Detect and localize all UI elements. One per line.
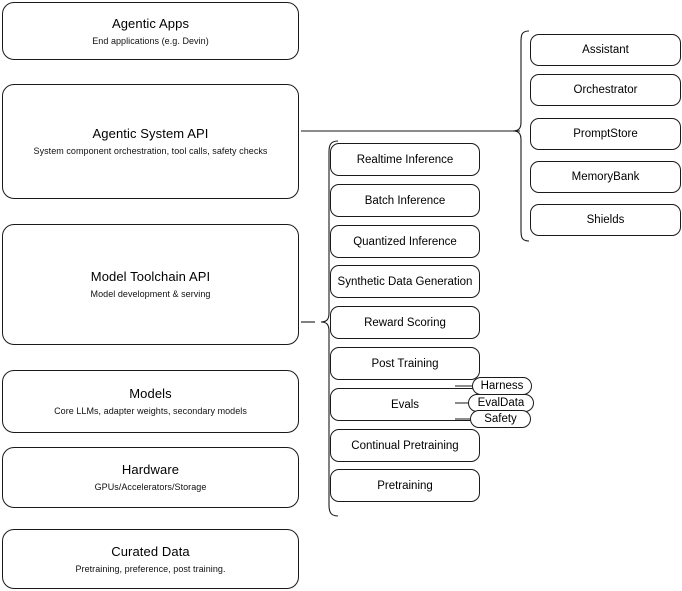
layer-subtitle: System component orchestration, tool cal… — [33, 146, 268, 156]
layer-agentic-system-api[interactable]: Agentic System API System component orch… — [2, 84, 299, 199]
toolchain-item-batch-inference[interactable]: Batch Inference — [330, 184, 480, 217]
layer-subtitle: Core LLMs, adapter weights, secondary mo… — [54, 406, 247, 416]
layer-title: Agentic System API — [92, 126, 209, 141]
bracket-right — [512, 30, 530, 242]
toolchain-item-post-training[interactable]: Post Training — [330, 347, 480, 380]
agentic-component-orchestrator[interactable]: Orchestrator — [530, 74, 681, 106]
layer-title: Models — [129, 386, 172, 401]
toolchain-item-evals[interactable]: Evals — [330, 388, 480, 421]
layer-subtitle: End applications (e.g. Devin) — [92, 35, 209, 46]
layer-hardware[interactable]: Hardware GPUs/Accelerators/Storage — [2, 447, 299, 508]
layer-model-toolchain-api[interactable]: Model Toolchain API Model development & … — [2, 224, 299, 345]
agentic-component-memorybank[interactable]: MemoryBank — [530, 161, 681, 193]
evals-badge-evaldata[interactable]: EvalData — [468, 394, 534, 412]
layer-title: Model Toolchain API — [90, 269, 211, 284]
layer-curated-data[interactable]: Curated Data Pretraining, preference, po… — [2, 529, 299, 589]
evals-badge-safety[interactable]: Safety — [470, 410, 531, 428]
agentic-component-assistant[interactable]: Assistant — [530, 34, 681, 66]
layer-models[interactable]: Models Core LLMs, adapter weights, secon… — [2, 370, 299, 433]
layer-agentic-apps[interactable]: Agentic Apps End applications (e.g. Devi… — [2, 2, 299, 60]
layer-title: Curated Data — [111, 543, 190, 559]
layer-subtitle: Model development & serving — [90, 289, 211, 299]
layer-subtitle: Pretraining, preference, post training. — [75, 563, 226, 574]
layer-title: Agentic Apps — [111, 15, 190, 31]
evals-badge-harness[interactable]: Harness — [472, 377, 532, 395]
toolchain-item-continual-pretraining[interactable]: Continual Pretraining — [330, 429, 480, 462]
toolchain-item-pretraining[interactable]: Pretraining — [330, 469, 480, 502]
toolchain-item-reward-scoring[interactable]: Reward Scoring — [330, 306, 480, 339]
toolchain-item-quantized-inference[interactable]: Quantized Inference — [330, 225, 480, 258]
toolchain-item-realtime-inference[interactable]: Realtime Inference — [330, 143, 480, 176]
layer-subtitle: GPUs/Accelerators/Storage — [94, 482, 207, 492]
agentic-component-shields[interactable]: Shields — [530, 204, 681, 236]
toolchain-item-synthetic-data-generation[interactable]: Synthetic Data Generation — [330, 265, 480, 298]
layer-title: Hardware — [121, 462, 180, 477]
agentic-component-promptstore[interactable]: PromptStore — [530, 118, 681, 150]
